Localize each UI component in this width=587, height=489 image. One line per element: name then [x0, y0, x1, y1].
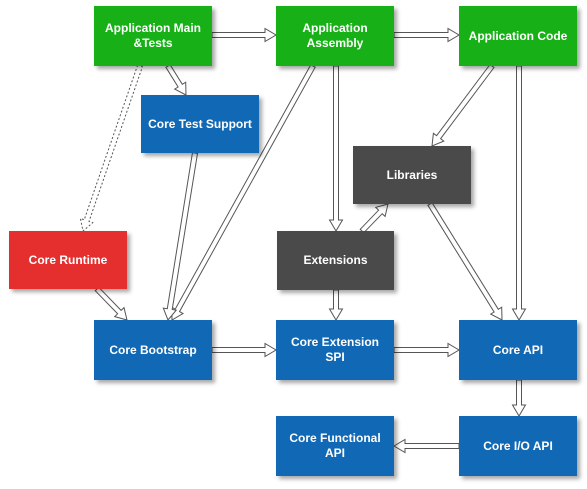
- node-label: Libraries: [386, 167, 438, 182]
- edge-core-api-to-core-io-api: [511, 379, 527, 417]
- node-app-assembly[interactable]: Application Assembly: [276, 6, 394, 66]
- edge-extensions-to-libraries: [359, 203, 389, 234]
- node-core-bootstrap[interactable]: Core Bootstrap: [94, 320, 212, 380]
- node-label: Core API: [492, 342, 544, 357]
- node-label: Application Code: [468, 28, 568, 43]
- edge-app-assembly-to-app-code: [393, 27, 460, 43]
- edge-app-code-to-libraries: [431, 63, 495, 147]
- edge-app-main-tests-to-app-assembly: [211, 27, 277, 43]
- node-label: Application Main &Tests: [105, 21, 201, 50]
- node-app-main-tests[interactable]: Application Main &Tests: [94, 6, 212, 66]
- node-core-runtime[interactable]: Core Runtime: [9, 231, 127, 289]
- edge-libraries-to-core-api: [427, 202, 503, 321]
- node-label: Core I/O API: [483, 438, 553, 453]
- edge-app-assembly-to-core-bootstrap: [171, 64, 316, 321]
- edge-core-runtime-to-core-bootstrap: [94, 286, 128, 321]
- node-core-extension-spi[interactable]: Core Extension SPI: [276, 320, 394, 380]
- edge-core-test-support-to-core-bootstrap: [162, 152, 199, 321]
- node-extensions[interactable]: Extensions: [277, 231, 394, 290]
- edge-app-assembly-to-extensions: [328, 65, 344, 232]
- node-core-api[interactable]: Core API: [459, 320, 577, 380]
- node-label: Core Test Support: [148, 116, 252, 131]
- edge-core-extension-spi-to-core-api: [393, 342, 460, 358]
- edge-app-main-tests-to-core-test-support: [165, 64, 187, 96]
- node-app-code[interactable]: Application Code: [459, 6, 577, 66]
- node-label: Core Bootstrap: [109, 342, 197, 357]
- node-libraries[interactable]: Libraries: [353, 146, 471, 204]
- edge-app-main-tests-to-core-runtime: [79, 64, 144, 232]
- node-label: Application Assembly: [302, 21, 368, 50]
- edge-extensions-to-core-extension-spi: [328, 289, 344, 321]
- edge-core-bootstrap-to-core-extension-spi: [211, 342, 277, 358]
- node-label: Extensions: [303, 253, 368, 267]
- node-label: Core Extension SPI: [290, 335, 380, 364]
- node-label: Core Functional API: [289, 431, 381, 460]
- edge-core-io-api-to-core-functional-api: [393, 438, 460, 454]
- edges-layer: [79, 27, 527, 454]
- edge-app-code-to-core-api: [511, 65, 527, 321]
- node-core-functional-api[interactable]: Core Functional API: [276, 416, 394, 476]
- node-label: Core Runtime: [28, 252, 108, 267]
- node-core-test-support[interactable]: Core Test Support: [141, 95, 259, 153]
- node-core-io-api[interactable]: Core I/O API: [459, 416, 577, 476]
